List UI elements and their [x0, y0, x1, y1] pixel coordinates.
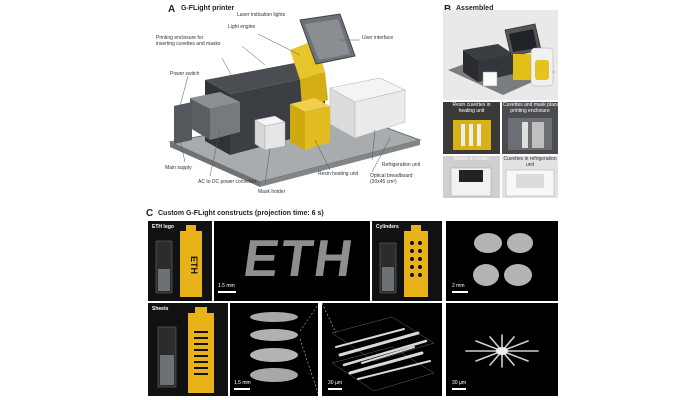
- scale-bar-sheets: [234, 388, 250, 390]
- image-fibers-3d: 30 µm: [322, 303, 442, 396]
- photo-sheets-cuvette: Sheets: [148, 303, 228, 396]
- label-mask-holder: Mask holder: [258, 189, 286, 195]
- scale-label-sheets: 1.5 mm: [234, 380, 251, 386]
- refrigeration-unit: [354, 89, 406, 139]
- photo-refrigeration-unit: Cuvettes in refrigeration unit: [502, 156, 558, 198]
- panel-a-title: G-FLight printer: [181, 5, 235, 12]
- light-engine-block: [210, 102, 240, 140]
- resin-heating-unit: [305, 106, 330, 150]
- label-light-engine: Light engine: [228, 24, 256, 30]
- photo-mask-holder: Masks in holder: [443, 156, 500, 198]
- label-resin-heating: Resin heating unit: [318, 171, 359, 177]
- scale-label-cylinders: 2 mm: [452, 283, 465, 289]
- scale-label-eth: 1.5 mm: [218, 283, 235, 289]
- power-supply: [174, 102, 192, 144]
- scale-bar-fibers-section: [452, 388, 466, 390]
- label-breadboard: Optical breadboard (30x45 cm²): [370, 173, 413, 185]
- label-sheets: Sheets: [152, 306, 169, 312]
- label-refrigeration: Refrigeration unit: [382, 162, 421, 168]
- eth-print-text: ETH: [239, 230, 359, 288]
- label-printing-enclosure: Printing enclosure for inserting cuvette…: [156, 35, 221, 47]
- image-sheets-print: 1.5 mm: [230, 303, 318, 396]
- image-fibers-section: 30 µm: [446, 303, 558, 396]
- caption-heating-unit: Resin cuvettes in heating unit: [452, 102, 491, 114]
- photo-printing-enclosure: Cuvettes and mask placed in printing enc…: [502, 102, 558, 154]
- panel-a-letter: A: [168, 4, 176, 15]
- scale-label-fibers-section: 30 µm: [452, 380, 466, 386]
- label-eth-logo: ETH logo: [152, 224, 174, 230]
- printer-render: [168, 13, 422, 187]
- scale-bar-eth: [218, 291, 236, 293]
- label-power-switch: Power switch: [170, 71, 200, 77]
- panel-b-letter: B: [444, 4, 451, 15]
- scale-bar-cylinders: [452, 291, 468, 293]
- mask-holder-block: [264, 121, 286, 151]
- label-ac-dc-converter: AC to DC power converter: [198, 179, 257, 185]
- svg-text:ETH: ETH: [189, 256, 199, 274]
- image-cylinders-print: 2 mm: [446, 221, 558, 301]
- caption-refrigeration-unit: Cuvettes in refrigeration unit: [503, 156, 557, 168]
- caption-mask-holder: Masks in holder: [453, 156, 489, 162]
- photo-cylinders-cuvette: Cylinders: [372, 221, 442, 301]
- label-user-interface: User interface: [362, 35, 394, 41]
- assembled-printer-photo: [443, 10, 558, 100]
- label-cylinders: Cylinders: [376, 224, 399, 230]
- label-laser-lights: Laser indication lights: [237, 12, 286, 18]
- caption-printing-enclosure: Cuvettes and mask placed in printing enc…: [503, 102, 558, 114]
- scale-bar-fibers-3d: [328, 388, 342, 390]
- image-eth-print: ETH 1.5 mm: [214, 221, 370, 301]
- scale-label-fibers-3d: 30 µm: [328, 380, 342, 386]
- panel-c-letter: C: [146, 208, 154, 219]
- label-main-supply: Main supply: [165, 165, 192, 171]
- photo-eth-logo-cuvette: ETH ETH logo: [148, 221, 212, 301]
- panel-c-title: Custom G-FLight constructs (projection t…: [158, 210, 324, 217]
- enclosure-top: [205, 62, 325, 94]
- photo-heating-unit: Resin cuvettes in heating unit: [443, 102, 500, 154]
